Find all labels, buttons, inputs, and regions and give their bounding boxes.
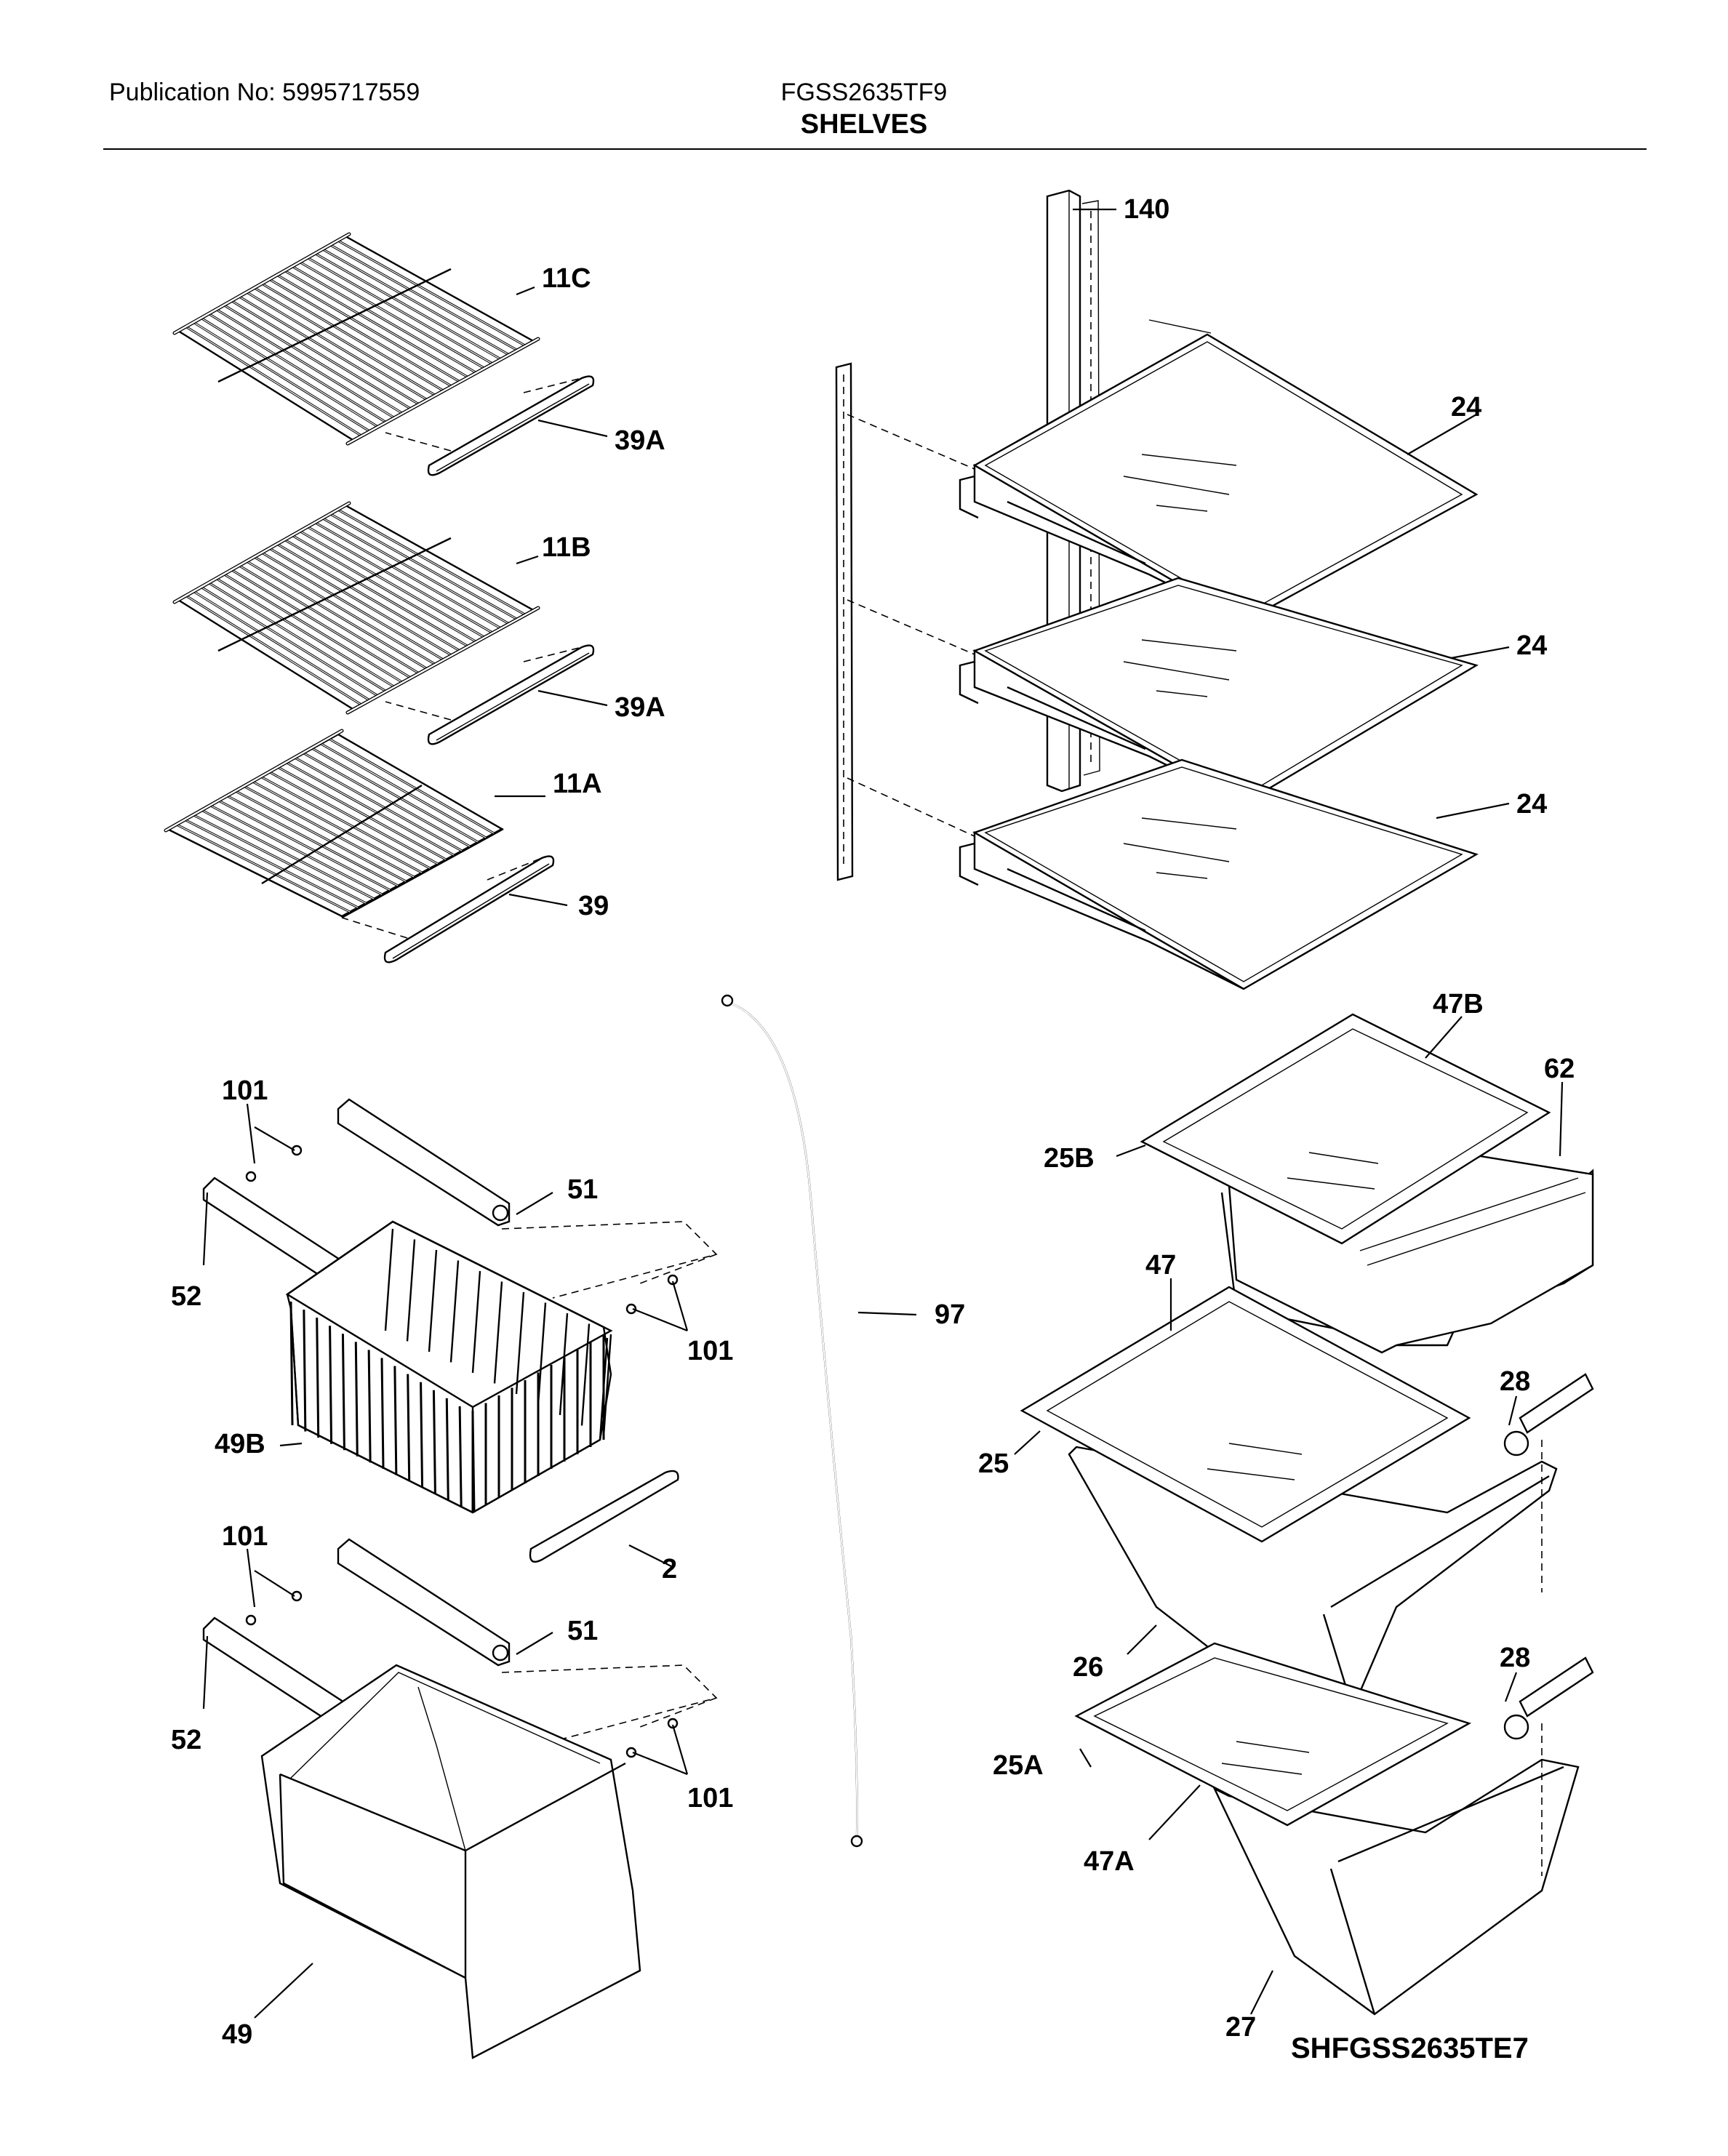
leader-lines xyxy=(202,208,1564,2019)
crisper-cover-47 xyxy=(1020,1286,1471,1543)
callout-11a: 11A xyxy=(553,769,602,799)
tube-97 xyxy=(721,994,863,1848)
callout-49: 49 xyxy=(222,2019,252,2050)
glass-shelf-24-bottom xyxy=(959,758,1479,990)
callout-24-middle: 24 xyxy=(1516,630,1547,661)
basket-trim-2 xyxy=(529,1470,679,1563)
crisper-cover-47a xyxy=(1074,1642,1472,1827)
header-rule xyxy=(103,148,1647,150)
callout-101-c: 101 xyxy=(222,1521,268,1552)
wire-shelf-11b xyxy=(172,501,540,715)
callout-47a: 47A xyxy=(1084,1846,1135,1877)
callout-28-lower: 28 xyxy=(1500,1643,1530,1673)
callout-47b: 47B xyxy=(1433,989,1484,1019)
callout-11b: 11B xyxy=(542,532,591,563)
callout-39a-lower: 39A xyxy=(615,692,665,723)
wire-shelf-11a xyxy=(164,729,504,919)
wire-basket-49b xyxy=(285,1220,613,1514)
callout-62: 62 xyxy=(1544,1054,1575,1084)
callout-2: 2 xyxy=(662,1554,677,1584)
shelf-trim-39a-lower xyxy=(427,644,595,745)
callout-97: 97 xyxy=(935,1299,965,1330)
callout-51-upper: 51 xyxy=(567,1174,598,1205)
callout-101-b: 101 xyxy=(687,1336,733,1366)
callout-39: 39 xyxy=(578,891,609,921)
callout-47: 47 xyxy=(1145,1250,1176,1281)
callout-25a: 25A xyxy=(993,1750,1044,1781)
shelf-trim-39a-upper xyxy=(427,375,595,476)
wire-shelf-11c xyxy=(172,232,540,446)
callout-25b: 25B xyxy=(1044,1143,1095,1174)
diagram-code: SHFGSS2635TE7 xyxy=(1291,2032,1529,2064)
callout-28-upper: 28 xyxy=(1500,1366,1530,1397)
callout-26: 26 xyxy=(1073,1652,1103,1683)
screws-101-upper xyxy=(245,1145,679,1315)
drawer-slide-28-lower xyxy=(1503,1656,1594,1876)
shelf-trim-39 xyxy=(383,855,555,963)
callout-51-lower: 51 xyxy=(567,1616,598,1646)
drawer-slide-28-upper xyxy=(1503,1373,1594,1592)
freezer-bin-49 xyxy=(260,1664,641,2059)
callout-27: 27 xyxy=(1225,2012,1256,2043)
glass-shelf-24-top xyxy=(959,319,1479,623)
basket-rail-51-lower xyxy=(337,1538,511,1667)
section-title: SHELVES xyxy=(800,109,928,140)
callout-11c: 11C xyxy=(542,263,591,294)
callout-52-lower: 52 xyxy=(171,1725,201,1755)
callout-49b: 49B xyxy=(215,1429,265,1459)
basket-rail-51-upper xyxy=(337,1098,511,1227)
publication-number: Publication No: 5995717559 xyxy=(109,79,420,106)
callout-52-upper: 52 xyxy=(171,1281,201,1312)
crisper-cover-47b xyxy=(1140,1013,1551,1245)
shelf-rail-left xyxy=(835,362,854,881)
callout-39a-upper: 39A xyxy=(615,425,665,456)
callout-101-d: 101 xyxy=(687,1783,733,1814)
callout-101-a: 101 xyxy=(222,1075,268,1106)
callout-25: 25 xyxy=(978,1448,1009,1479)
callout-24-bottom: 24 xyxy=(1516,789,1547,819)
screws-101-lower xyxy=(245,1590,679,1758)
callout-140: 140 xyxy=(1124,194,1169,225)
callout-24-top: 24 xyxy=(1451,392,1481,422)
model-number: FGSS2635TF9 xyxy=(780,79,948,106)
glass-shelf-24-middle xyxy=(959,577,1479,805)
